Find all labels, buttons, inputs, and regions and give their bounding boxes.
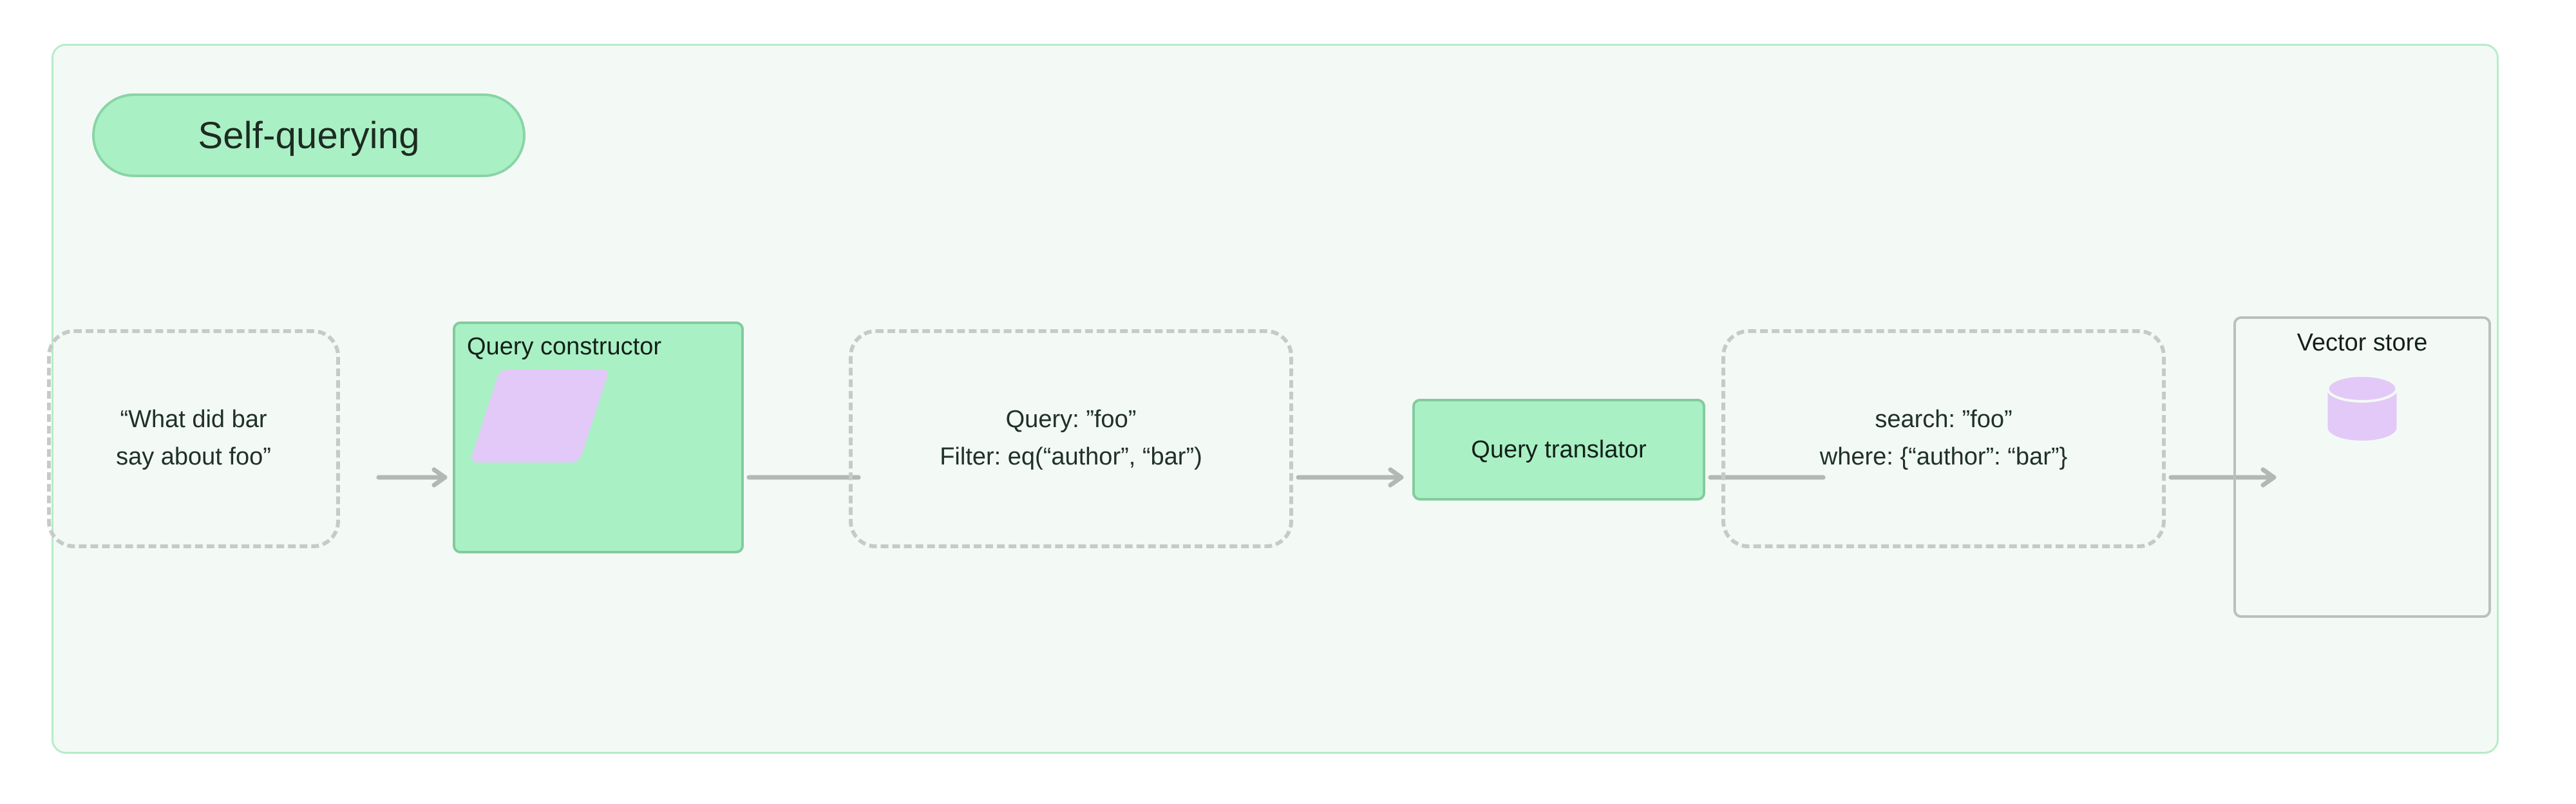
group-badge-label: Self-querying: [198, 114, 420, 157]
node-structured-query-line-2: Filter: eq(“author”, “bar”): [940, 443, 1202, 470]
node-vector-store[interactable]: Vector store: [2233, 316, 2491, 618]
node-query-translator-title: Query translator: [1471, 436, 1647, 463]
node-query-constructor[interactable]: Query constructor: [453, 321, 744, 553]
node-structured-query-line-1: Query: ”foo”: [1005, 406, 1137, 434]
node-query-constructor-title: Query constructor: [467, 333, 661, 360]
node-vector-store-title: Vector store: [2297, 329, 2428, 356]
node-user-question-line-1: “What did bar: [120, 406, 267, 434]
node-structured-query[interactable]: Query: ”foo” Filter: eq(“author”, “bar”): [849, 329, 1293, 548]
node-user-question[interactable]: “What did bar say about foo”: [47, 329, 340, 548]
database-cylinder-icon: [2325, 374, 2400, 442]
self-querying-diagram-container: Self-querying “What did bar say about fo…: [47, 44, 2501, 756]
node-translated-query-line-2: where: {“author”: “bar”}: [1819, 443, 2068, 470]
node-query-translator[interactable]: Query translator: [1412, 399, 1705, 501]
connector-structured-query-to-query-translator: [1293, 466, 1409, 488]
node-translated-query[interactable]: search: ”foo” where: {“author”: “bar”}: [1721, 329, 2166, 548]
connector-user-question-to-query-constructor: [340, 466, 453, 488]
group-badge-self-querying: Self-querying: [92, 93, 526, 177]
node-user-question-line-2: say about foo”: [116, 443, 271, 470]
parallelogram-icon: [469, 369, 610, 463]
flow-row: “What did bar say about foo” Query const…: [47, 46, 2501, 756]
node-translated-query-line-1: search: ”foo”: [1875, 406, 2012, 434]
connector-query-constructor-to-structured-query: [744, 466, 863, 488]
